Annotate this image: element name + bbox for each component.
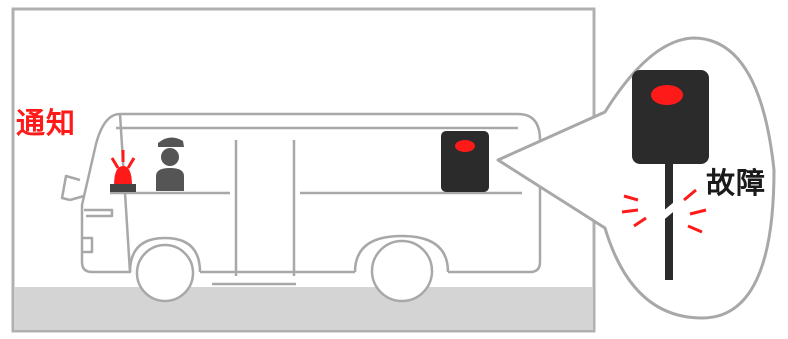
front-wheel	[137, 245, 193, 301]
notify-label: 通知	[16, 100, 76, 142]
rear-wheel	[372, 241, 432, 301]
ground	[14, 287, 593, 330]
fault-label: 故障	[706, 160, 766, 202]
signal-device	[441, 131, 489, 192]
